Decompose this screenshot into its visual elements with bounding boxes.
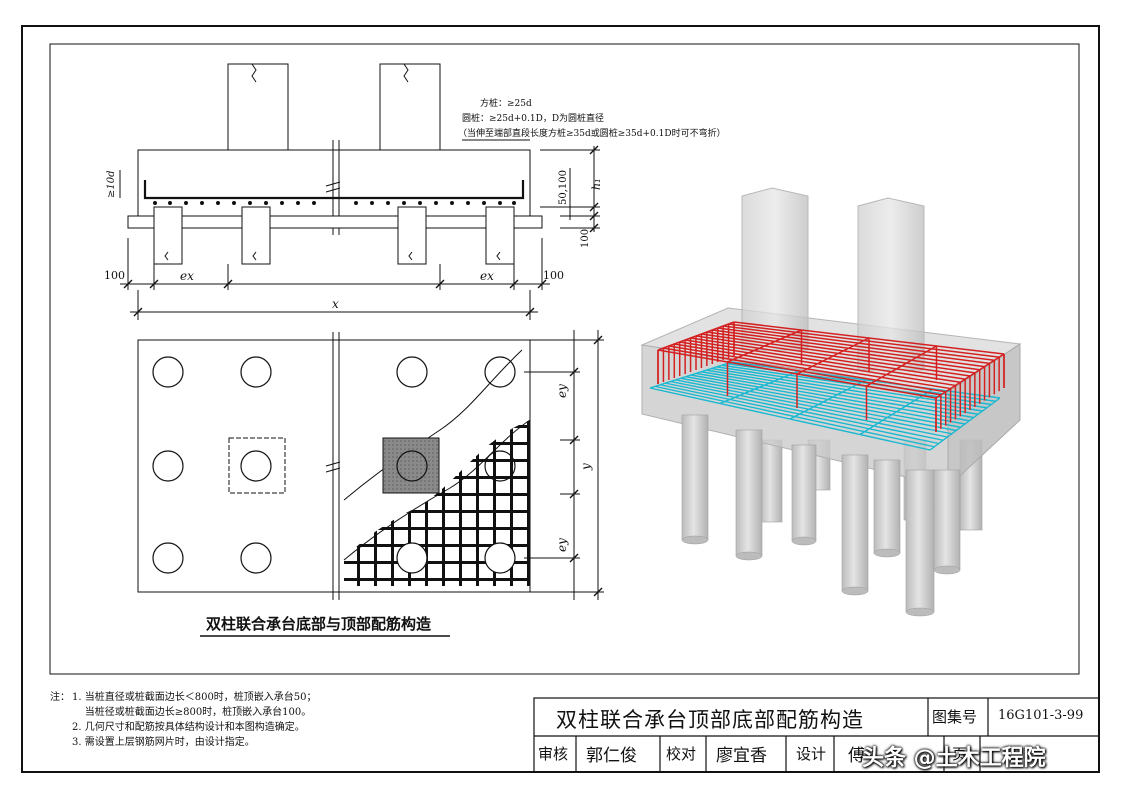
designer-name: 傅 [848, 746, 865, 766]
design-label: 设计 [796, 745, 827, 763]
annotation-line-2: 圆桩：≥25d+0.1D，D为圆桩直径 [462, 112, 604, 124]
dim-cover: ≥10d [106, 170, 117, 198]
atlas-number: 16G101-3-99 [998, 708, 1084, 723]
title-block-title: 双柱联合承台顶部底部配筋构造 [556, 708, 864, 732]
rebar-3d-model [640, 187, 1022, 617]
reviewer-name: 郭仁俊 [586, 746, 637, 766]
notes-label: 注： [50, 692, 70, 703]
rebar-line [719, 370, 800, 405]
rebar-line [859, 388, 934, 436]
note-item: 当桩径或桩截面边长≥800时，桩顶嵌入承台100。 [72, 707, 312, 718]
annotation-line-3: （当伸至端部直段长度方桩≥35d或圆桩≥35d+0.1D时可不弯折） [458, 127, 726, 139]
elevation-view [119, 63, 600, 320]
dim-edge-right: 100 [543, 269, 564, 282]
dim-ey-top: ey [555, 384, 569, 398]
checker-name: 廖宜香 [716, 746, 767, 766]
note-item: 1. 当桩直径或桩截面边长＜800时，桩顶嵌入承台50； [72, 692, 317, 703]
rebar-line [935, 353, 1005, 399]
dim-embed: 100 [580, 229, 591, 248]
notes-block: 注： 1. 当桩直径或桩截面边长＜800时，桩顶嵌入承台50； 当桩径或桩截面边… [50, 690, 317, 750]
watermark: 头条 @土木工程院 [862, 746, 1046, 771]
plan-labels: ey y ey [555, 384, 593, 552]
rebar-line [649, 361, 733, 389]
check-label: 校对 [666, 745, 697, 763]
atlas-label: 图集号 [932, 708, 978, 726]
annotation-line-1: 方桩：≥25d [480, 97, 532, 109]
note-item: 3. 需设置上层钢筋网片时，由设计指定。 [72, 737, 255, 748]
rebar-line [796, 337, 870, 375]
dim-edge-left: 100 [104, 269, 125, 282]
inner-frame [49, 43, 1080, 675]
rebar-line [657, 321, 735, 351]
dim-ex-left: ex [180, 269, 194, 283]
drawing-caption: 双柱联合承台底部与顶部配筋构造 [206, 615, 431, 633]
plan-view [137, 330, 604, 600]
elevation-labels: ≥10d 100 100 ex ex x h₁ 50,100 100 方桩：≥2… [104, 97, 726, 311]
rebar-line [789, 379, 867, 420]
dim-h1: h₁ [590, 179, 603, 191]
rebar-line [866, 345, 937, 387]
dim-x: x [332, 297, 339, 311]
rebar-line [929, 397, 1001, 451]
note-item: 2. 几何尺寸和配筋按具体结构设计和本图构造确定。 [72, 722, 305, 733]
page-label: 页 [952, 745, 968, 763]
dim-gap: 50,100 [558, 170, 569, 205]
rebar-line [727, 329, 802, 363]
dim-ey-bottom: ey [555, 538, 569, 552]
dim-y: y [579, 463, 593, 471]
dim-ex-right: ex [480, 269, 494, 283]
title-block-lines [533, 697, 1100, 773]
review-label: 审核 [538, 745, 569, 763]
